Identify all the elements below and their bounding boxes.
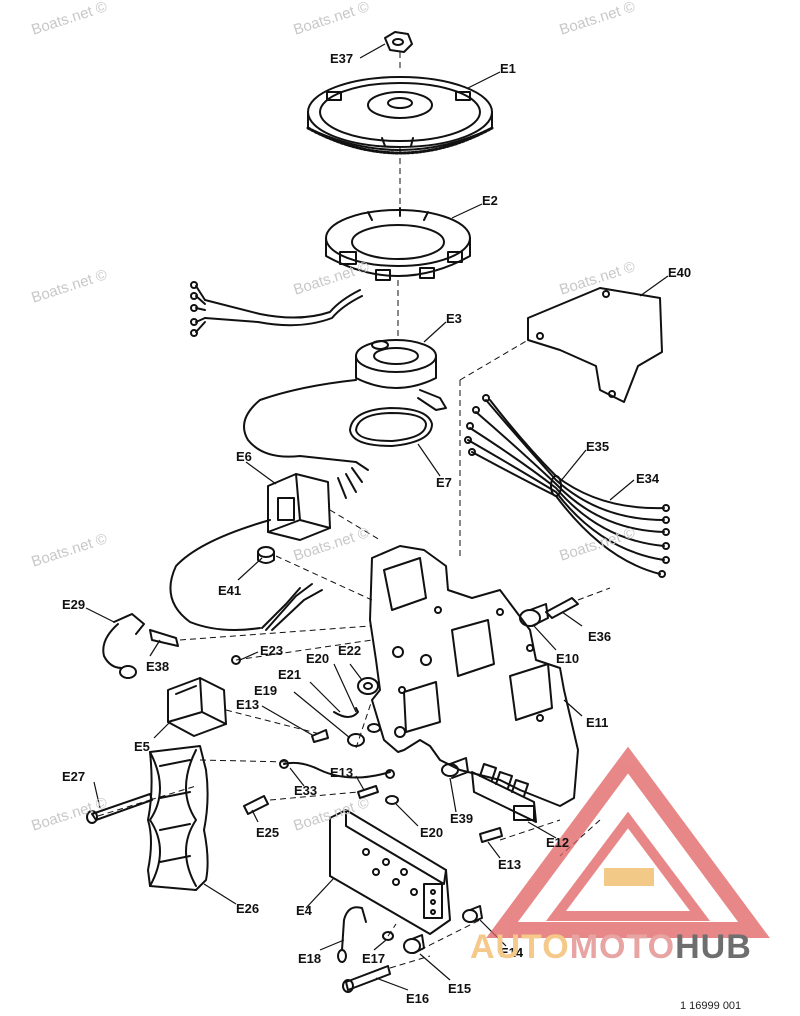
label-e13a: E13 xyxy=(236,697,260,712)
part-e2-stator xyxy=(190,207,471,337)
automotohub-brand: AUTOMOTOHUB xyxy=(470,928,752,967)
label-e12: E12 xyxy=(546,835,570,850)
label-e21: E21 xyxy=(278,667,302,682)
label-e18: E18 xyxy=(298,951,322,966)
label-e25: E25 xyxy=(256,825,280,840)
part-e13a-screw xyxy=(311,729,329,743)
label-e35: E35 xyxy=(586,439,610,454)
part-number: 1 16999 001 xyxy=(680,1000,742,1012)
label-e20a: E20 xyxy=(306,651,330,666)
label-e5: E5 xyxy=(134,739,150,754)
label-e23: E23 xyxy=(260,643,284,658)
part-e41-screw xyxy=(257,546,275,564)
label-e20b: E20 xyxy=(420,825,444,840)
part-e21-clamp xyxy=(333,707,359,718)
brand-part-hub: HUB xyxy=(675,928,752,966)
part-e17-washer xyxy=(382,931,394,941)
label-e13c: E13 xyxy=(498,857,522,872)
part-e25-screw xyxy=(243,795,269,815)
label-e26: E26 xyxy=(236,901,260,916)
label-e10: E10 xyxy=(556,651,580,666)
part-e3-trigger xyxy=(355,339,447,411)
part-e20b-washer xyxy=(385,795,399,805)
label-e1: E1 xyxy=(500,61,516,76)
part-e1-flywheel xyxy=(306,76,494,155)
automotohub-logo-icon xyxy=(486,746,770,938)
label-e41: E41 xyxy=(218,583,242,598)
brand-part-auto: AUTO xyxy=(470,928,570,966)
label-e17: E17 xyxy=(362,951,386,966)
label-e11: E11 xyxy=(586,715,609,730)
part-e33-wire xyxy=(279,759,395,779)
label-e33: E33 xyxy=(294,783,318,798)
part-e18-lead xyxy=(341,906,367,951)
part-e29-lead xyxy=(102,613,179,679)
part-e11-plate xyxy=(369,545,579,807)
part-e4-module xyxy=(329,809,451,935)
label-e36: E36 xyxy=(588,629,612,644)
leader-lines xyxy=(85,43,669,991)
label-e2: E2 xyxy=(482,193,498,208)
label-e37: E37 xyxy=(330,51,354,66)
label-e15: E15 xyxy=(448,981,472,996)
label-e34: E34 xyxy=(636,471,660,486)
part-e26-coils xyxy=(147,745,209,891)
label-e38: E38 xyxy=(146,659,170,674)
part-e39-spacer xyxy=(441,757,469,779)
label-e6: E6 xyxy=(236,449,252,464)
part-e27-screw xyxy=(91,793,153,821)
label-e29: E29 xyxy=(62,597,86,612)
label-e39: E39 xyxy=(450,811,474,826)
label-e19: E19 xyxy=(254,683,278,698)
label-e22: E22 xyxy=(338,643,362,658)
label-e14: E14 xyxy=(500,945,524,960)
label-e13b: E13 xyxy=(330,765,354,780)
label-e7: E7 xyxy=(436,475,452,490)
part-e37-nut xyxy=(384,31,413,53)
part-e16-screw xyxy=(345,965,391,991)
part-e6-module xyxy=(169,473,331,631)
part-e13b-screw xyxy=(357,785,379,799)
part-e40-bracket xyxy=(527,287,663,403)
part-e22-grommet xyxy=(357,677,379,695)
part-e19-spacer xyxy=(347,733,365,747)
label-e16: E16 xyxy=(406,991,430,1006)
part-e5-coil xyxy=(167,677,227,737)
trigger-cable xyxy=(243,379,357,463)
label-e4: E4 xyxy=(296,903,312,918)
label-e27: E27 xyxy=(62,769,86,784)
brand-part-moto: MOTO xyxy=(569,928,676,966)
label-e40: E40 xyxy=(668,265,692,280)
part-e14-spacer xyxy=(462,905,483,923)
part-e15-spacer xyxy=(403,934,425,954)
label-e3: E3 xyxy=(446,311,462,326)
part-e34-harness xyxy=(464,394,670,578)
part-e12-rectifier xyxy=(471,763,537,823)
part-e7-gasket xyxy=(349,407,433,447)
part-e20a-washer xyxy=(367,723,381,733)
part-e36-screw xyxy=(545,597,579,619)
part-e13c-screw xyxy=(479,827,503,843)
